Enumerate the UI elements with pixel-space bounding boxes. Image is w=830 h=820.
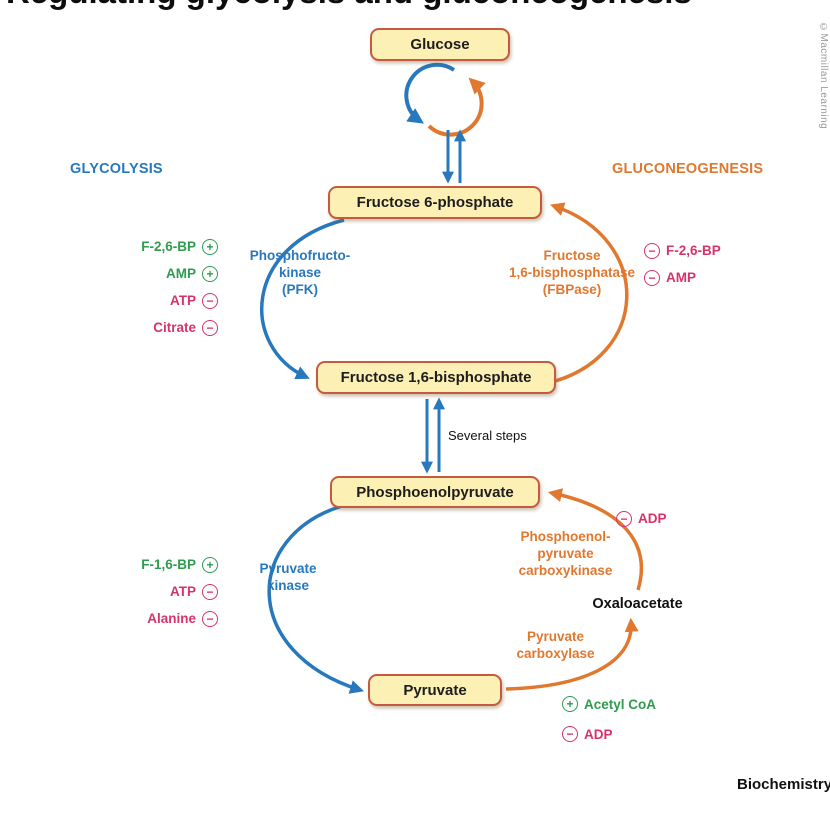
enzyme-pyruvate-carboxylase: Pyruvate carboxylase — [488, 628, 623, 662]
node-glucose: Glucose — [370, 28, 510, 61]
regulator-alanine-pk: Alanine − — [100, 605, 218, 632]
pfk-regulators: F-2,6-BP + AMP + ATP − Citrate − — [100, 233, 218, 341]
fbpase-regulators: − F-2,6-BP − AMP — [644, 237, 721, 291]
gluconeogenesis-heading: GLUCONEOGENESIS — [612, 161, 764, 177]
enzyme-pyruvate-kinase-line2: kinase — [266, 578, 310, 593]
minus-circle-icon: − — [562, 726, 578, 742]
enzyme-pyruvate-carboxylase-line1: Pyruvate — [526, 629, 585, 644]
regulator-label: F-1,6-BP — [141, 557, 196, 572]
enzyme-fbpase-line2: 1,6-bisphosphatase — [508, 265, 636, 280]
pyruvate-kinase-regulators: F-1,6-BP + ATP − Alanine − — [100, 551, 218, 632]
pyruvate-carboxylase-regulators: + Acetyl CoA − ADP — [562, 689, 656, 749]
regulator-label: ADP — [584, 726, 613, 742]
node-pyruvate: Pyruvate — [368, 674, 502, 706]
cycle-arrow-gluconeogenesis-top — [427, 77, 486, 137]
enzyme-pfk-line3: (PFK) — [282, 282, 318, 297]
node-fructose-16-bisphosphate: Fructose 1,6-bisphosphate — [316, 361, 556, 394]
plus-circle-icon: + — [202, 556, 218, 573]
enzyme-pfk: Phosphofructo- kinase (PFK) — [238, 247, 362, 298]
regulator-label: ADP — [638, 511, 667, 526]
plus-circle-icon: + — [202, 238, 218, 255]
enzyme-pfk-line2: kinase — [278, 265, 322, 280]
regulator-label: ATP — [170, 584, 196, 599]
arrow-oxaloacetate-to-pep — [547, 488, 644, 591]
regulator-amp-fbpase: − AMP — [644, 264, 721, 291]
minus-circle-icon: − — [616, 510, 632, 527]
plus-circle-icon: + — [562, 696, 578, 712]
regulator-acetylcoa-pc: + Acetyl CoA — [562, 689, 656, 719]
figure-title-partial: Regulating glycolysis and gluconeogenesi… — [6, 0, 692, 11]
pepck-regulators: − ADP — [616, 505, 667, 532]
minus-circle-icon: − — [202, 583, 218, 600]
node-phosphoenolpyruvate: Phosphoenolpyruvate — [330, 476, 540, 508]
regulator-label: F-2,6-BP — [666, 243, 721, 258]
regulator-f26bp-pfk: F-2,6-BP + — [100, 233, 218, 260]
enzyme-fbpase: Fructose 1,6-bisphosphatase (FBPase) — [488, 247, 656, 298]
arrow-fbpase-gluconeogenesis — [547, 202, 629, 385]
regulator-label: F-2,6-BP — [141, 239, 196, 254]
regulator-f26bp-fbpase: − F-2,6-BP — [644, 237, 721, 264]
glycolysis-heading: GLYCOLYSIS — [70, 161, 163, 177]
minus-circle-icon: − — [202, 319, 218, 336]
arrow-pfk-glycolysis — [260, 218, 345, 380]
regulator-label: AMP — [166, 266, 196, 281]
several-steps-label: Several steps — [448, 428, 527, 443]
enzyme-pepck-line1: Phosphoenol- — [520, 529, 611, 544]
regulator-label: Acetyl CoA — [584, 696, 657, 712]
book-title-partial: Biochemistry — [737, 776, 830, 793]
minus-circle-icon: − — [644, 269, 660, 286]
enzyme-fbpase-line1: Fructose — [543, 248, 601, 263]
enzyme-pfk-line1: Phosphofructo- — [249, 248, 351, 263]
regulator-label: Citrate — [153, 320, 196, 335]
arrow-pyruvate-kinase — [267, 504, 365, 694]
publisher-credit: ©Macmillan Learning — [818, 22, 829, 130]
regulator-atp-pfk: ATP − — [100, 287, 218, 314]
regulator-label: AMP — [666, 270, 696, 285]
regulator-label: Alanine — [147, 611, 196, 626]
regulator-label: ATP — [170, 293, 196, 308]
plus-circle-icon: + — [202, 265, 218, 282]
minus-circle-icon: − — [202, 610, 218, 627]
regulator-f16bp-pk: F-1,6-BP + — [100, 551, 218, 578]
enzyme-pyruvate-kinase-line1: Pyruvate — [259, 561, 317, 576]
enzyme-pepck-line2: pyruvate — [537, 546, 594, 561]
oxaloacetate-label: Oxaloacetate — [592, 596, 683, 612]
minus-circle-icon: − — [644, 242, 660, 259]
cycle-arrow-glycolysis-top — [404, 62, 456, 124]
enzyme-pepck-line3: carboxykinase — [518, 563, 613, 578]
arrow-pyruvate-to-oxaloacetate — [505, 617, 639, 691]
enzyme-pyruvate-kinase: Pyruvate kinase — [238, 560, 338, 594]
regulator-adp-pepck: − ADP — [616, 505, 667, 532]
enzyme-fbpase-line3: (FBPase) — [542, 282, 602, 297]
enzyme-pepck: Phosphoenol- pyruvate carboxykinase — [488, 528, 643, 579]
minus-circle-icon: − — [202, 292, 218, 309]
enzyme-pyruvate-carboxylase-line2: carboxylase — [516, 646, 595, 661]
regulator-atp-pk: ATP − — [100, 578, 218, 605]
node-fructose-6-phosphate: Fructose 6-phosphate — [328, 186, 542, 219]
regulator-adp-pc: − ADP — [562, 719, 656, 749]
regulator-citrate-pfk: Citrate − — [100, 314, 218, 341]
regulator-amp-pfk: AMP + — [100, 260, 218, 287]
